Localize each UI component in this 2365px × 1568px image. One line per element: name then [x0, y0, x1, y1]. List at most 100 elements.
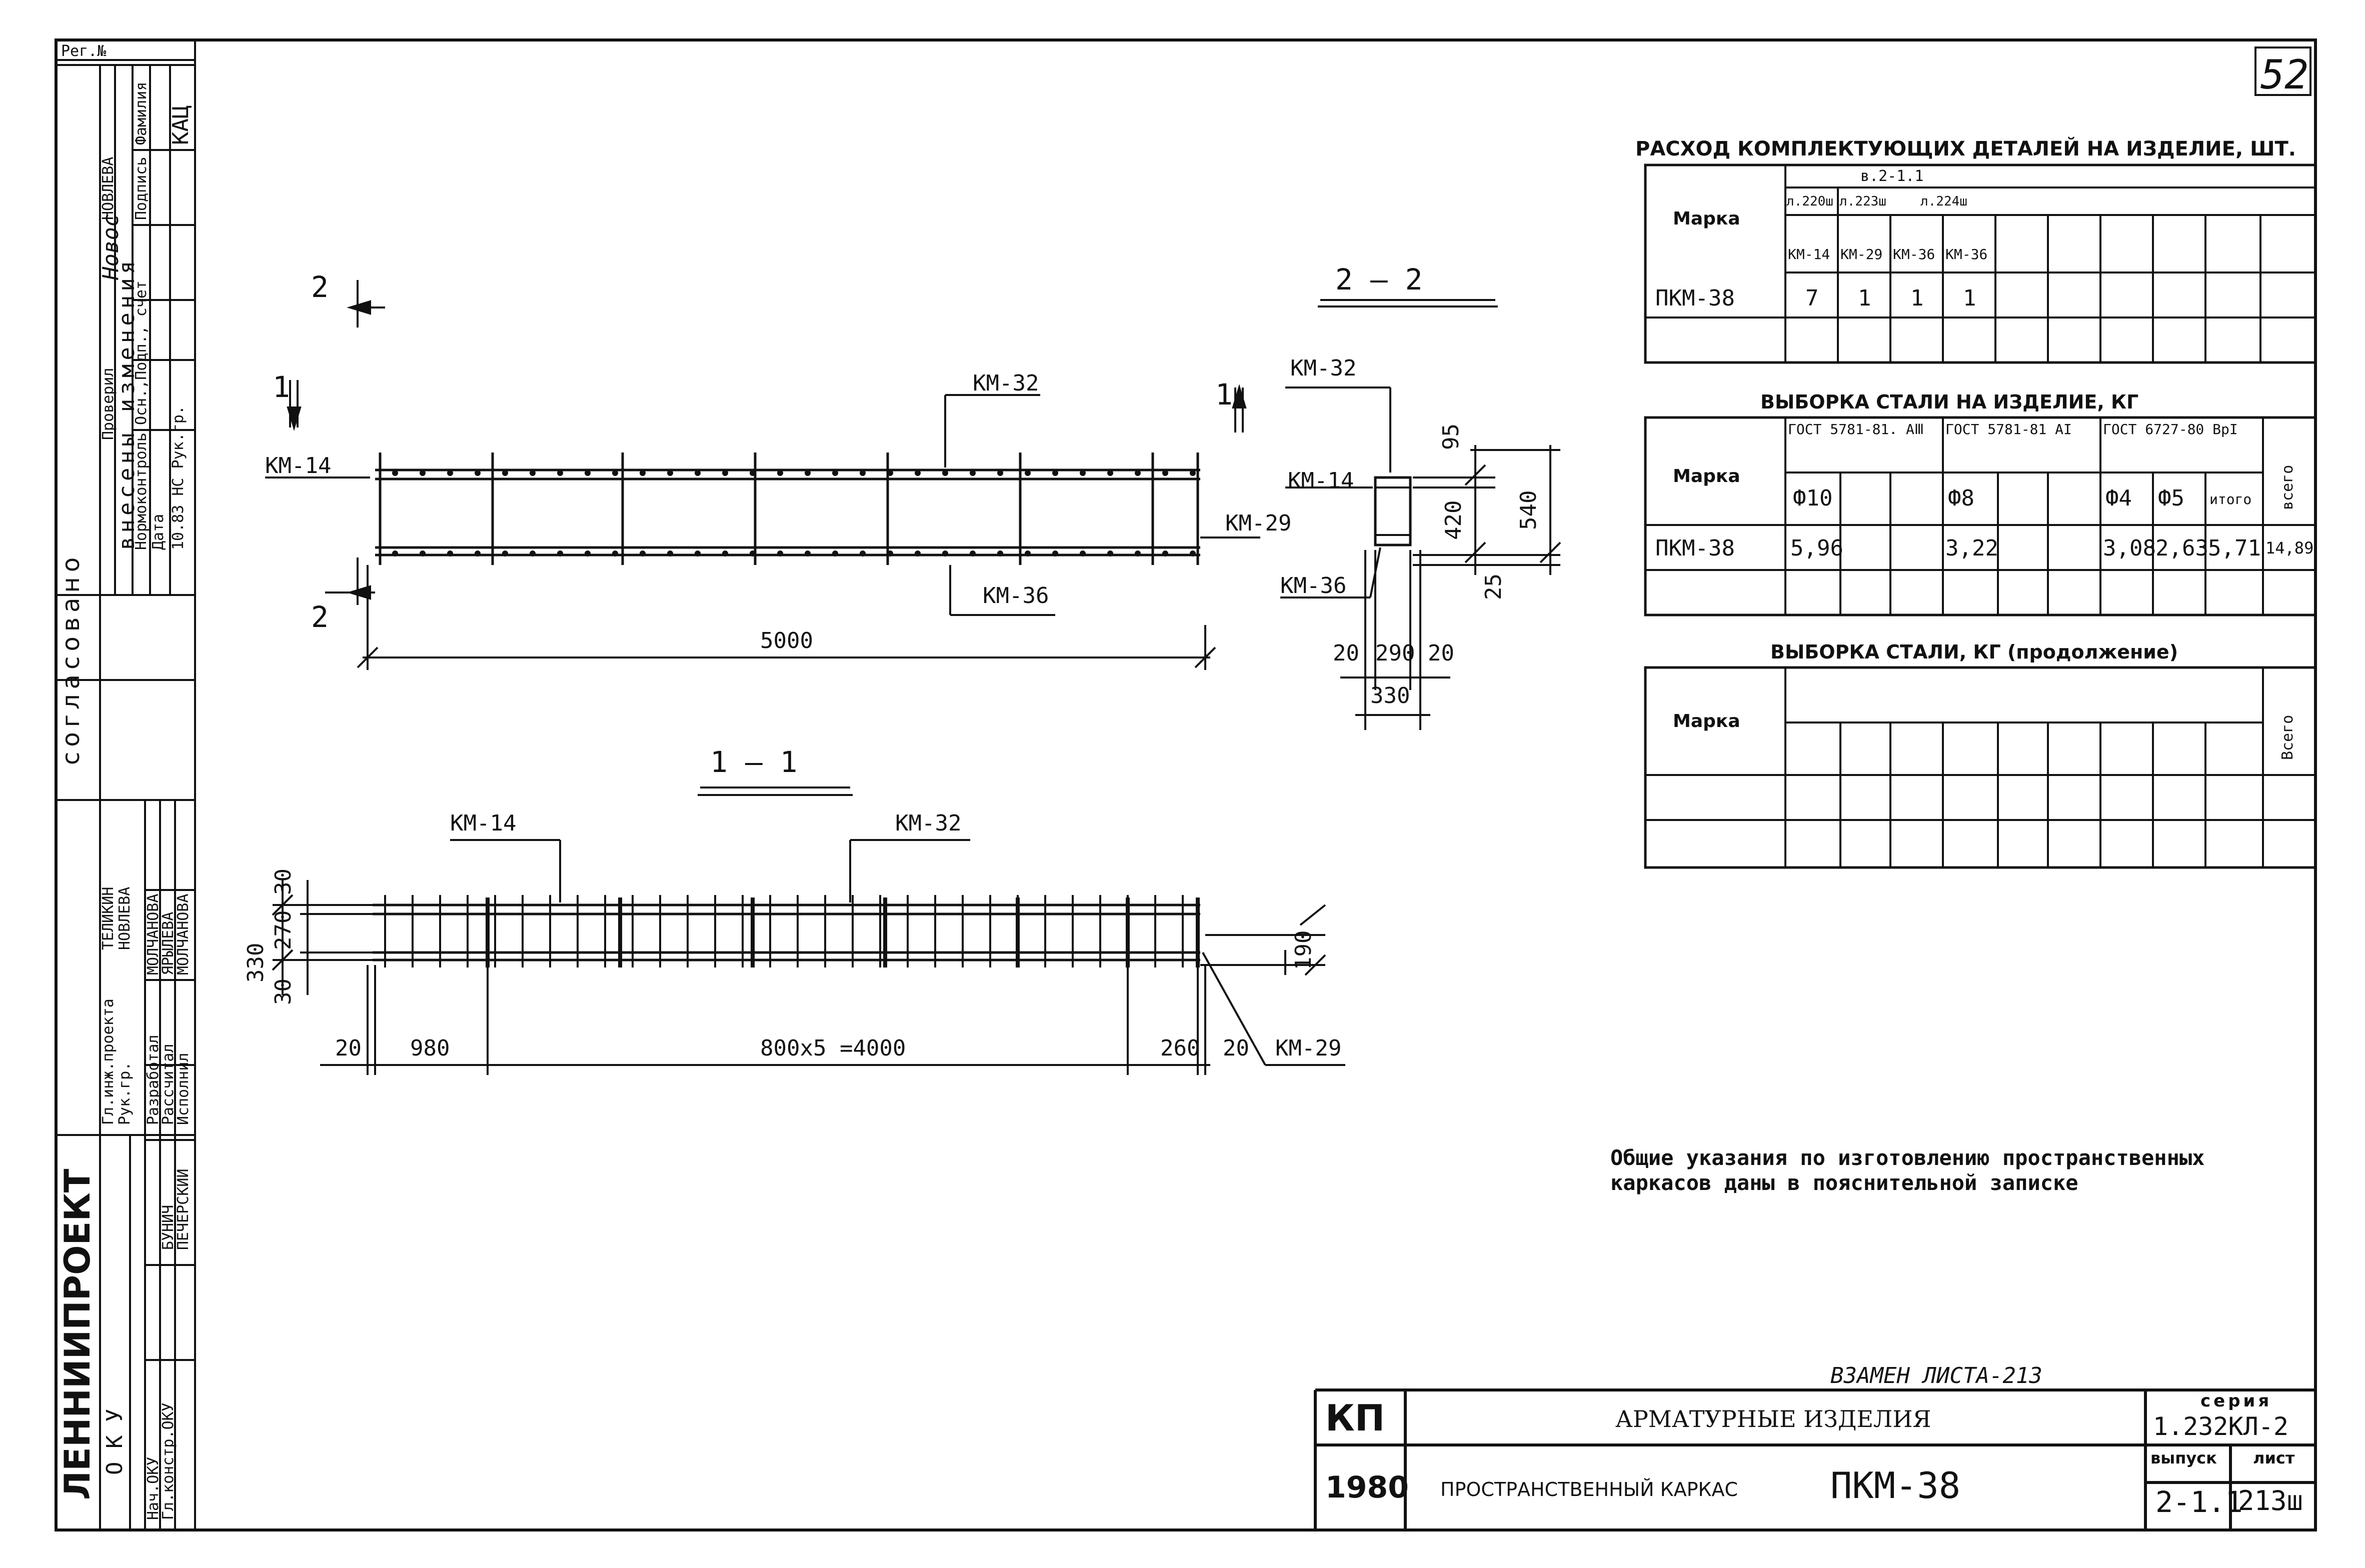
section11-km29-label: КМ-29: [1275, 1036, 1342, 1061]
weld-dot: [420, 470, 426, 476]
table2-title: ВЫБОРКА СТАЛИ НА ИЗДЕЛИЕ, КГ: [1760, 391, 2139, 413]
section11-dim-span: 800х5 =4000: [760, 1036, 906, 1061]
kp-mark: КП: [1325, 1397, 1385, 1439]
weld-dot: [420, 550, 426, 556]
weld-dot: [695, 470, 701, 476]
weld-dot: [997, 470, 1003, 476]
table2-v10: 5,96: [1790, 536, 1843, 561]
weld-dot: [392, 550, 398, 556]
weld-dot: [750, 470, 756, 476]
table2-gost3: ГОСТ 6727-80 ВрI: [2103, 421, 2238, 438]
weld-dot: [557, 550, 563, 556]
gip-label: Гл.инж.проекта: [100, 998, 117, 1125]
issue-label: выпуск: [2150, 1448, 2217, 1468]
section11-title: 1 — 1: [710, 745, 798, 779]
developed-label: Разработал: [145, 1034, 162, 1125]
section22-km36-label: КМ-36: [1280, 573, 1347, 598]
weld-dot: [475, 470, 481, 476]
elevation-section-mark-11-right: 1: [1215, 378, 1233, 412]
sheet-name-label: ПРОСТРАНСТВЕННЫЙ КАРКАС: [1440, 1478, 1738, 1500]
group-name: НОВЛЕВА: [116, 886, 134, 950]
weld-dot: [667, 470, 673, 476]
weld-dot: [392, 470, 398, 476]
weld-dot: [475, 550, 481, 556]
section22-dim-20b: 20: [1428, 640, 1454, 666]
section22-dim-330: 330: [1370, 683, 1410, 708]
sheet-label: лист: [2253, 1448, 2295, 1468]
elevation-section-mark-11-left: 1: [273, 370, 290, 404]
table2-itogo: итого: [2209, 491, 2252, 508]
section22-km32-label: КМ-32: [1290, 356, 1357, 381]
table1-col-1: КМ-14: [1788, 246, 1830, 262]
weld-dot: [447, 550, 453, 556]
weld-dot: [1080, 550, 1086, 556]
table1-val-1: 7: [1805, 286, 1819, 311]
section11-dim-260: 260: [1160, 1036, 1200, 1061]
chief-label: Гл.констр.ОКУ: [160, 1402, 177, 1520]
section11-dim-30b: 30: [271, 978, 296, 1005]
table2-vitogo: 5,71: [2208, 536, 2261, 561]
weld-dot: [997, 550, 1003, 556]
table1-row-mark: ПКМ-38: [1655, 286, 1735, 311]
section11-dim-20a: 20: [335, 1036, 362, 1061]
weld-dot: [612, 550, 618, 556]
weld-dot: [1107, 470, 1113, 476]
elevation-km36-label: КМ-36: [983, 583, 1049, 608]
elevation-km29-label: КМ-29: [1225, 510, 1292, 536]
table1-sub1: л.220ш: [1786, 194, 1833, 209]
group-label: Рук.гр.: [116, 1062, 134, 1125]
col-date: Дата: [150, 514, 167, 550]
elevation-length-dim: 5000: [760, 628, 813, 654]
weld-dot: [1135, 550, 1141, 556]
weld-dot: [1162, 470, 1168, 476]
weld-dot: [915, 470, 921, 476]
agreed-label: согласовано: [57, 552, 85, 765]
weld-dot: [612, 470, 618, 476]
section11-dim-330: 330: [243, 942, 269, 982]
weld-dot: [942, 550, 948, 556]
table2-d4: Ф4: [2105, 486, 2132, 511]
section22-dim-95: 95: [1438, 424, 1464, 450]
section11-km14-label: КМ-14: [450, 810, 517, 836]
sheet-value: 213ш: [2238, 1485, 2303, 1516]
weld-dot: [640, 550, 646, 556]
table2-d8: Ф8: [1948, 486, 1974, 511]
weld-dot: [1025, 550, 1031, 556]
weld-dot: [860, 550, 866, 556]
weld-dot: [887, 470, 893, 476]
elevation-section-mark-bottom: 2: [311, 600, 329, 634]
weld-dot: [640, 470, 646, 476]
table2-vtotal: 14,89: [2265, 538, 2314, 558]
col-surname: Фамилия: [133, 82, 150, 145]
col-basis: Осн.,Подп., счет: [133, 280, 150, 425]
weld-dot: [1190, 550, 1196, 556]
weld-dot: [970, 550, 976, 556]
head-label: Нач.ОКУ: [145, 1456, 162, 1520]
weld-dot: [530, 550, 536, 556]
norm-label: Нормоконтроль: [133, 432, 150, 550]
series-label: серия: [2200, 1391, 2272, 1411]
table3-marka-header: Марка: [1673, 711, 1740, 732]
weld-dot: [585, 470, 591, 476]
change-row: 10.83 НС Рук.гр.: [170, 406, 187, 550]
table2-gost1: ГОСТ 5781-81. АⅢ: [1788, 421, 1924, 438]
weld-dot: [1135, 470, 1141, 476]
table1-val-3: 1: [1910, 286, 1924, 311]
section11-dim-20b: 20: [1223, 1036, 1249, 1061]
dept-name: О К У: [102, 1408, 128, 1475]
section11-dim-30a: 30: [271, 868, 296, 895]
elevation-km32-label: КМ-32: [973, 370, 1039, 396]
issue-value: 2-1.1: [2155, 1485, 2243, 1519]
table1-val-4: 1: [1963, 286, 1976, 311]
notes-line-1: Общие указания по изготовлению пространс…: [1610, 1146, 2205, 1170]
notes-line-2: каркасов даны в пояснительной записке: [1610, 1170, 2078, 1195]
weld-dot: [585, 550, 591, 556]
calc-name: ЯРЫЛЕВА: [160, 912, 177, 975]
table2-v8: 3,22: [1945, 536, 1998, 561]
gip-name: ТЕЛИКИН: [100, 886, 117, 950]
weld-dot: [1025, 470, 1031, 476]
section22-dim-420: 420: [1441, 500, 1466, 540]
year: 1980: [1325, 1470, 1409, 1505]
